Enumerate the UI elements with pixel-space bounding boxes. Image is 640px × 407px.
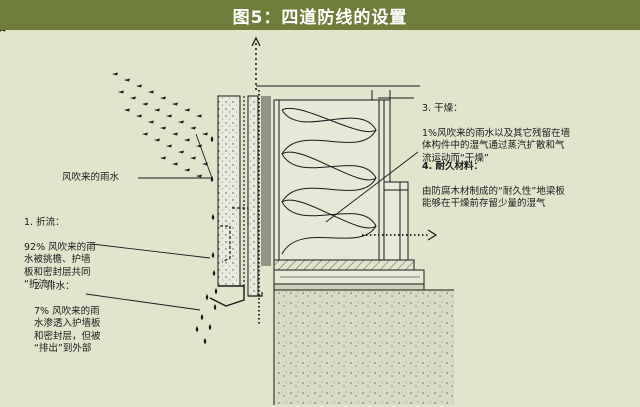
label-drying: 3. 干燥： 1%风吹来的雨水以及其它残留在墙 体构件中的湿气通过蒸汽扩散和气 … <box>422 90 570 178</box>
label-deflection-body: 92% 风吹来的雨 水被挑檐、护墙 板和密封层共同 “折流” <box>24 241 96 291</box>
leader-lines <box>85 97 419 311</box>
wall-section-drawing <box>0 30 454 405</box>
label-deflection: 1. 折流： 92% 风吹来的雨 水被挑檐、护墙 板和密封层共同 “折流” <box>24 204 96 304</box>
sheathing <box>247 95 259 297</box>
rain-arrows <box>0 30 208 178</box>
label-durable: 4. 耐久材料： 由防腐木材制成的“耐久性”地梁板 能够在干燥前存留少量的湿气 <box>422 148 565 223</box>
membrane <box>261 96 271 266</box>
cladding <box>217 95 241 287</box>
label-drainage-head: 2. 排水： <box>34 280 75 292</box>
air-flow-path <box>251 36 420 90</box>
foundation <box>273 283 454 405</box>
label-durable-head: 4. 耐久材料： <box>422 160 484 172</box>
label-wind-rain: 风吹来的雨水 <box>62 172 120 183</box>
figure-title: 图5：四道防线的设置 <box>0 0 640 30</box>
label-drainage: 2. 排水： 7% 风吹来的雨 水渗透入护墙板 和密封层，但被 “排出”到外部 <box>34 268 101 368</box>
label-durable-body: 由防腐木材制成的“耐久性”地梁板 能够在干燥前存留少量的湿气 <box>422 185 565 210</box>
flashing <box>209 285 245 307</box>
label-drainage-body: 7% 风吹来的雨 水渗透入护墙板 和密封层，但被 “排出”到外部 <box>34 305 101 355</box>
stud-cavity <box>273 99 385 261</box>
rain-drops <box>0 30 218 344</box>
label-drying-head: 3. 干燥： <box>422 102 463 114</box>
label-deflection-head: 1. 折流： <box>24 216 65 228</box>
label-drying-body: 1%风吹来的雨水以及其它残留在墙 体构件中的湿气通过蒸汽扩散和气 流运动而“干燥… <box>422 127 571 164</box>
